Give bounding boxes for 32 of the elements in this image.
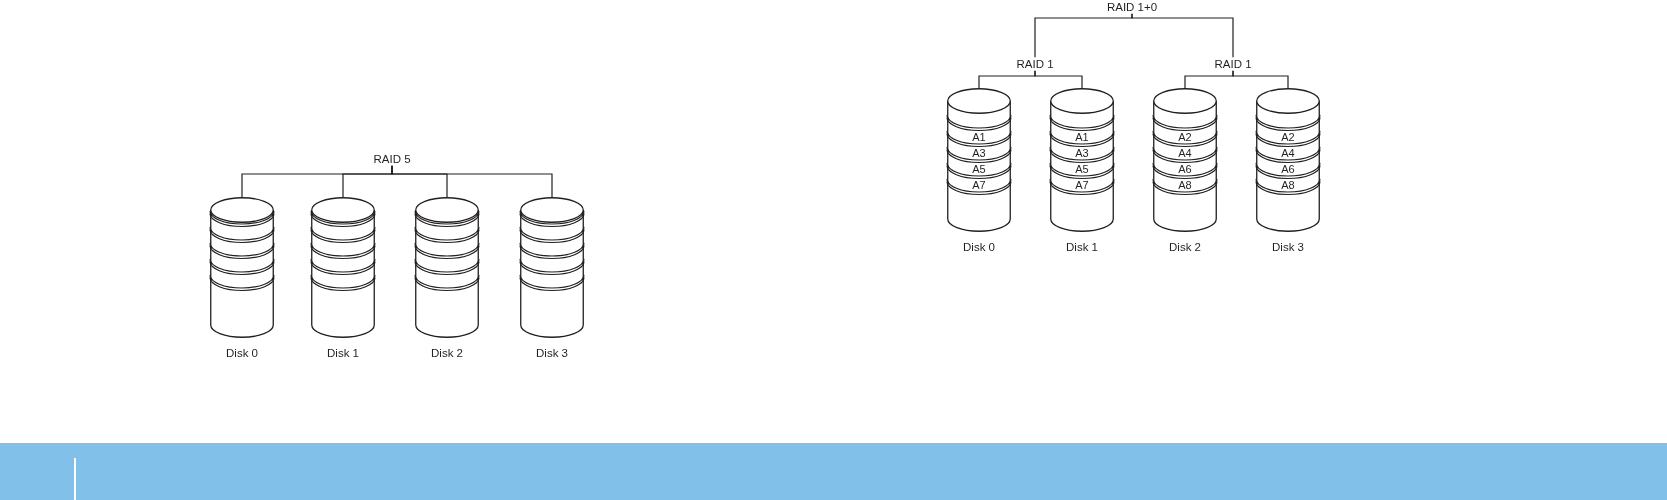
connector-line <box>1232 69 1289 89</box>
block-label: A8 <box>1281 179 1295 191</box>
disk-label: Disk 1 <box>1066 241 1098 254</box>
block-label: A5 <box>972 163 986 175</box>
block-label: A1 <box>972 131 986 143</box>
block-label: A3 <box>972 147 986 159</box>
block-label: A2 <box>1178 131 1192 143</box>
raid-level-label: RAID 1+0 <box>1106 0 1158 14</box>
block-label: A8 <box>1178 179 1192 191</box>
block-label: A3 <box>1075 147 1089 159</box>
disk-label: Disk 0 <box>963 241 995 254</box>
block-label: A6 <box>1178 163 1192 175</box>
raid-level-label: RAID 1 <box>1016 57 1054 71</box>
disk-label: Disk 2 <box>1169 241 1201 254</box>
disk-label: Disk 0 <box>226 347 258 360</box>
disk-label: Disk 2 <box>431 347 463 360</box>
connector-line <box>1034 69 1083 89</box>
disk-label: Disk 3 <box>1272 241 1304 254</box>
disk-label: Disk 3 <box>536 347 568 360</box>
connector-line <box>391 164 553 198</box>
block-label: A6 <box>1281 163 1295 175</box>
block-label: A4 <box>1281 147 1295 159</box>
block-label: A4 <box>1178 147 1192 159</box>
connector-line <box>1131 12 1234 59</box>
block-label: A2 <box>1281 131 1295 143</box>
raid-level-label: RAID 1 <box>1214 57 1252 71</box>
block-label: A1 <box>1075 131 1089 143</box>
disk-label: Disk 1 <box>327 347 359 360</box>
raid-level-label: RAID 5 <box>373 152 411 166</box>
block-label: A7 <box>972 179 986 191</box>
block-label: A5 <box>1075 163 1089 175</box>
block-label: A7 <box>1075 179 1089 191</box>
